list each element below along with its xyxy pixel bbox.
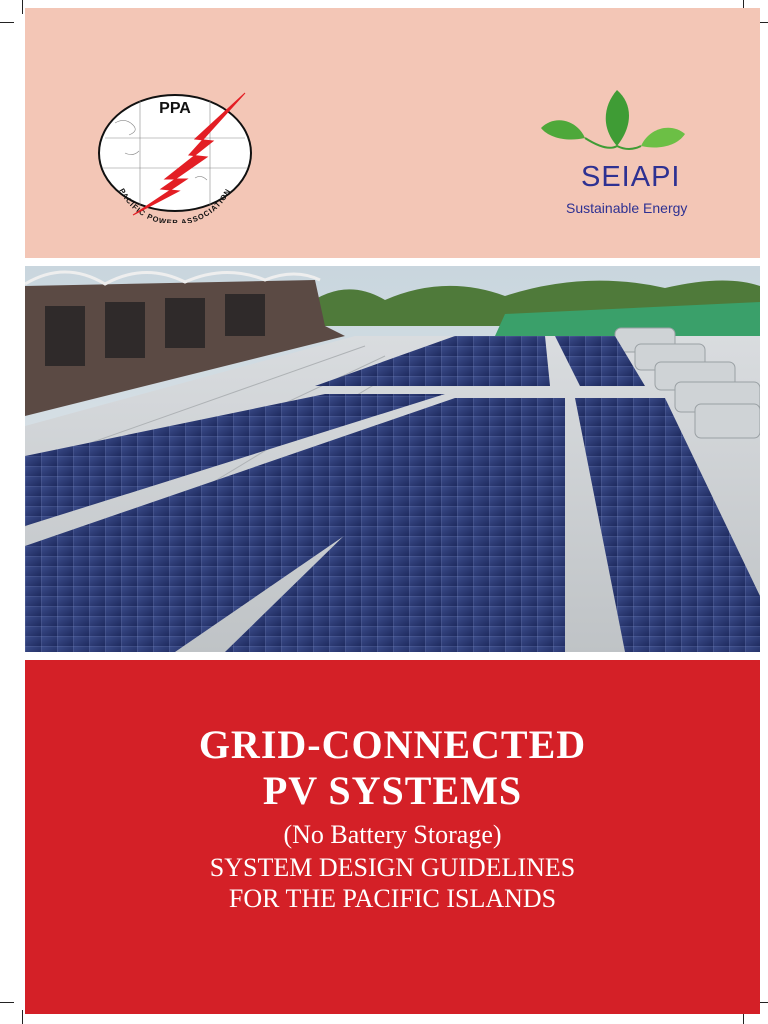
guideline-line-2: FOR THE PACIFIC ISLANDS — [228, 884, 557, 913]
seiapi-name: SEIAPI — [581, 161, 681, 193]
seiapi-logo: SEIAPI Sustainable Energy — [537, 88, 687, 228]
seiapi-tagline: Sustainable Energy — [566, 200, 688, 216]
crop-mark — [0, 22, 14, 23]
leaf-icon — [641, 127, 685, 148]
cover-subtitle: (No Battery Storage) — [283, 820, 502, 849]
cover-photo — [25, 266, 760, 652]
title-line-2: PV SYSTEMS — [262, 768, 523, 813]
crop-mark — [754, 22, 768, 23]
lightning-bolt-icon — [132, 92, 246, 216]
title-panel: GRID-CONNECTED PV SYSTEMS (No Battery St… — [25, 660, 760, 1014]
leaf-icon — [541, 120, 585, 140]
logo-panel: PPA PACIFIC POWER ASSOCIATION SEIAPI Sus… — [25, 8, 760, 258]
cover-title: GRID-CONNECTED PV SYSTEMS — [25, 722, 760, 814]
ppa-logo: PPA PACIFIC POWER ASSOCIATION — [95, 83, 255, 227]
title-line-1: GRID-CONNECTED — [198, 722, 587, 767]
leaf-icon — [605, 90, 629, 146]
crop-mark — [0, 1002, 14, 1003]
crop-mark — [743, 1010, 744, 1024]
crop-mark — [754, 1002, 768, 1003]
crop-mark — [22, 0, 23, 14]
guideline-line-1: SYSTEM DESIGN GUIDELINES — [209, 853, 576, 882]
crop-mark — [743, 0, 744, 14]
crop-mark — [22, 1010, 23, 1024]
ppa-acronym: PPA — [159, 100, 191, 117]
